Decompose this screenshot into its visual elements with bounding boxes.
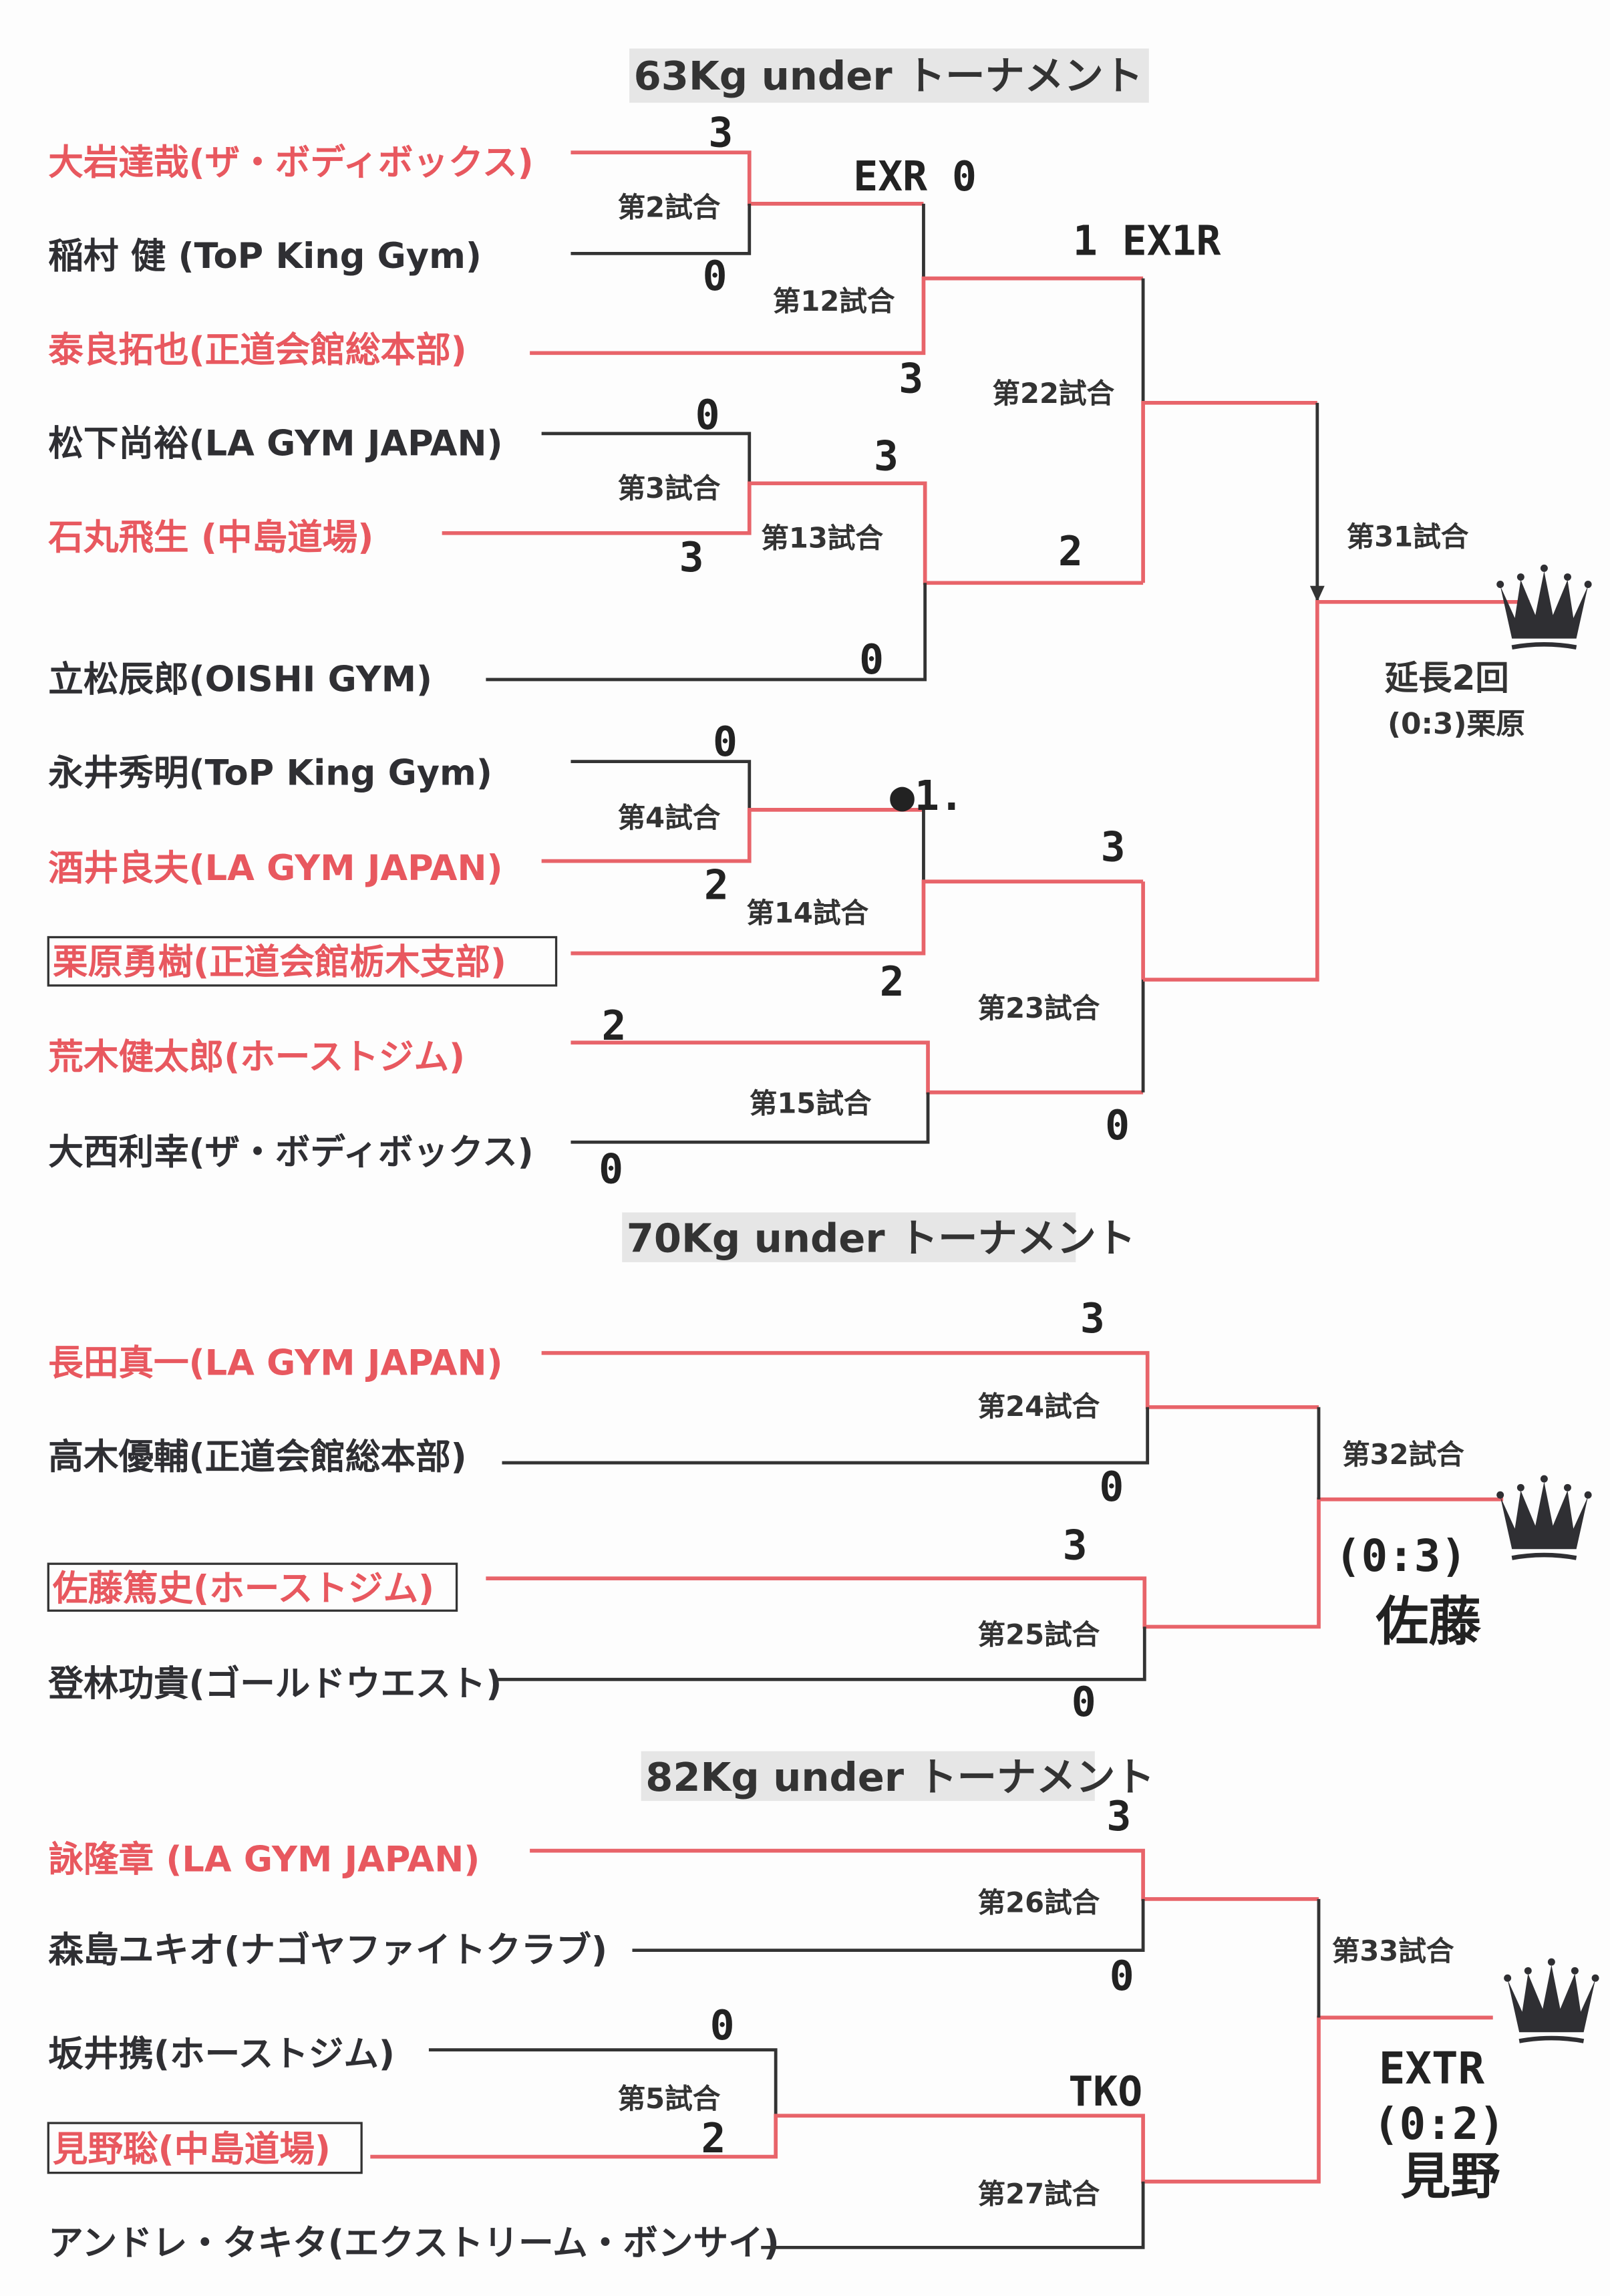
match-label: 第26試合 xyxy=(978,1886,1100,1919)
player-name: 栗原勇樹(正道会館栃木支部) xyxy=(53,942,506,982)
bracket-82kg: 82Kg under トーナメント 詠隆章 (LA GYM JAPAN) 森島ユ… xyxy=(47,1751,1599,2263)
section-title: 63Kg under トーナメント xyxy=(634,53,1143,99)
result-winner: 見野 xyxy=(1401,2147,1500,2205)
score: 3 xyxy=(874,433,899,480)
score: ●1. xyxy=(890,772,964,820)
score: 0 xyxy=(1105,1102,1130,1149)
score: 2 xyxy=(880,958,905,1006)
match-label: 第32試合 xyxy=(1342,1438,1464,1471)
match-label: 第12試合 xyxy=(773,285,895,317)
match-label: 第2試合 xyxy=(618,191,721,224)
match-label: 第13試合 xyxy=(761,522,883,555)
player-name: アンドレ・タキタ(エクストリーム・ボンサイ) xyxy=(48,2222,779,2263)
player-name: 詠隆章 (LA GYM JAPAN) xyxy=(48,1839,480,1880)
match-label: 第14試合 xyxy=(746,897,868,929)
match-label: 第25試合 xyxy=(978,1618,1100,1651)
player-name: 森島ユキオ(ナゴヤファイトクラブ) xyxy=(48,1930,607,1971)
player-name: 永井秀明(ToP King Gym) xyxy=(48,753,492,794)
score: 3 xyxy=(679,534,704,581)
match-label: 第24試合 xyxy=(978,1390,1100,1423)
score: 1 EX1R xyxy=(1073,218,1221,265)
player-name: 大西利幸(ザ・ボディボックス) xyxy=(48,1132,533,1173)
match-label: 第15試合 xyxy=(750,1087,872,1119)
score: 3 xyxy=(1080,1295,1105,1342)
player-name: 石丸飛生 (中島道場) xyxy=(48,517,373,558)
player-name: 高木優輔(正道会館総本部) xyxy=(48,1437,466,1477)
result-winner: 佐藤 xyxy=(1375,1591,1481,1653)
title-background xyxy=(629,48,1149,103)
result-note: 延長2回 xyxy=(1385,658,1509,698)
title-background xyxy=(641,1751,1095,1802)
score: 0 xyxy=(703,253,728,300)
player-name: 佐藤篤史(ホーストジム) xyxy=(52,1568,434,1609)
player-name: 稲村 健 (ToP King Gym) xyxy=(48,236,482,277)
player-name: 坂井携(ホーストジム) xyxy=(48,2034,395,2075)
score: 3 xyxy=(1063,1522,1088,1570)
score: TKO xyxy=(1068,2068,1142,2116)
score: 3 xyxy=(1106,1793,1131,1840)
player-name: 松下尚裕(LA GYM JAPAN) xyxy=(48,424,502,464)
section-title: 82Kg under トーナメント xyxy=(645,1754,1154,1800)
bracket-lines xyxy=(370,1848,1493,2249)
bracket-70kg: 70Kg under トーナメント 長田真一(LA GYM JAPAN) 高木優… xyxy=(47,1212,1591,1726)
match-label: 第3試合 xyxy=(618,472,721,505)
bracket-lines xyxy=(442,150,1530,1144)
result-score: (0:3) xyxy=(1335,1531,1467,1582)
score: 2 xyxy=(701,2115,726,2162)
crown-icon xyxy=(1496,1475,1591,1558)
score: 3 xyxy=(708,109,733,156)
title-background xyxy=(622,1212,1076,1262)
score: 2 xyxy=(601,1002,626,1050)
player-name: 立松辰郎(OISHI GYM) xyxy=(48,659,432,700)
bracket-lines xyxy=(486,1350,1504,1681)
highlight-box xyxy=(47,1562,458,1612)
match-label: 第5試合 xyxy=(618,2082,721,2115)
highlight-box xyxy=(47,936,558,987)
score: EXR 0 xyxy=(853,153,977,200)
result-winner: (0:3)栗原 xyxy=(1388,707,1525,741)
match-label: 第33試合 xyxy=(1332,1934,1454,1967)
match-label: 第4試合 xyxy=(618,801,721,834)
match-label: 第27試合 xyxy=(978,2178,1100,2210)
match-label: 第22試合 xyxy=(992,377,1114,410)
score: 3 xyxy=(899,355,923,402)
player-name: 荒木健太郎(ホーストジム) xyxy=(48,1037,465,1078)
score: 2 xyxy=(704,862,729,909)
score: 0 xyxy=(1099,1463,1124,1511)
highlight-box xyxy=(47,2122,363,2174)
bracket-63kg: 63Kg under トーナメント 大岩達哉(ザ・ボディボックス) 稲村 健 (… xyxy=(47,48,1591,1193)
section-title: 70Kg under トーナメント xyxy=(627,1215,1136,1262)
score: 2 xyxy=(1058,528,1083,575)
result-method: EXTR xyxy=(1379,2043,1485,2094)
crown-icon xyxy=(1496,565,1591,648)
score: 0 xyxy=(1110,1953,1134,2000)
score: 0 xyxy=(859,636,884,684)
score: 0 xyxy=(713,718,738,766)
player-name: 酒井良夫(LA GYM JAPAN) xyxy=(48,848,502,889)
result-score: (0:2) xyxy=(1373,2099,1505,2150)
score: 0 xyxy=(710,2002,735,2049)
score: 3 xyxy=(1101,824,1126,871)
player-name: 登林功貴(ゴールドウエスト) xyxy=(47,1663,502,1704)
player-name: 泰良拓也(正道会館総本部) xyxy=(48,329,466,370)
match-label: 第23試合 xyxy=(978,992,1100,1024)
score: 0 xyxy=(695,392,720,439)
match-label: 第31試合 xyxy=(1347,521,1469,553)
crown-icon xyxy=(1504,1959,1599,2041)
player-name: 見野聡(中島道場) xyxy=(53,2129,331,2170)
score: 0 xyxy=(1072,1679,1096,1726)
player-name: 長田真一(LA GYM JAPAN) xyxy=(48,1343,502,1384)
player-name: 大岩達哉(ザ・ボディボックス) xyxy=(48,142,533,183)
score: 0 xyxy=(599,1146,623,1193)
